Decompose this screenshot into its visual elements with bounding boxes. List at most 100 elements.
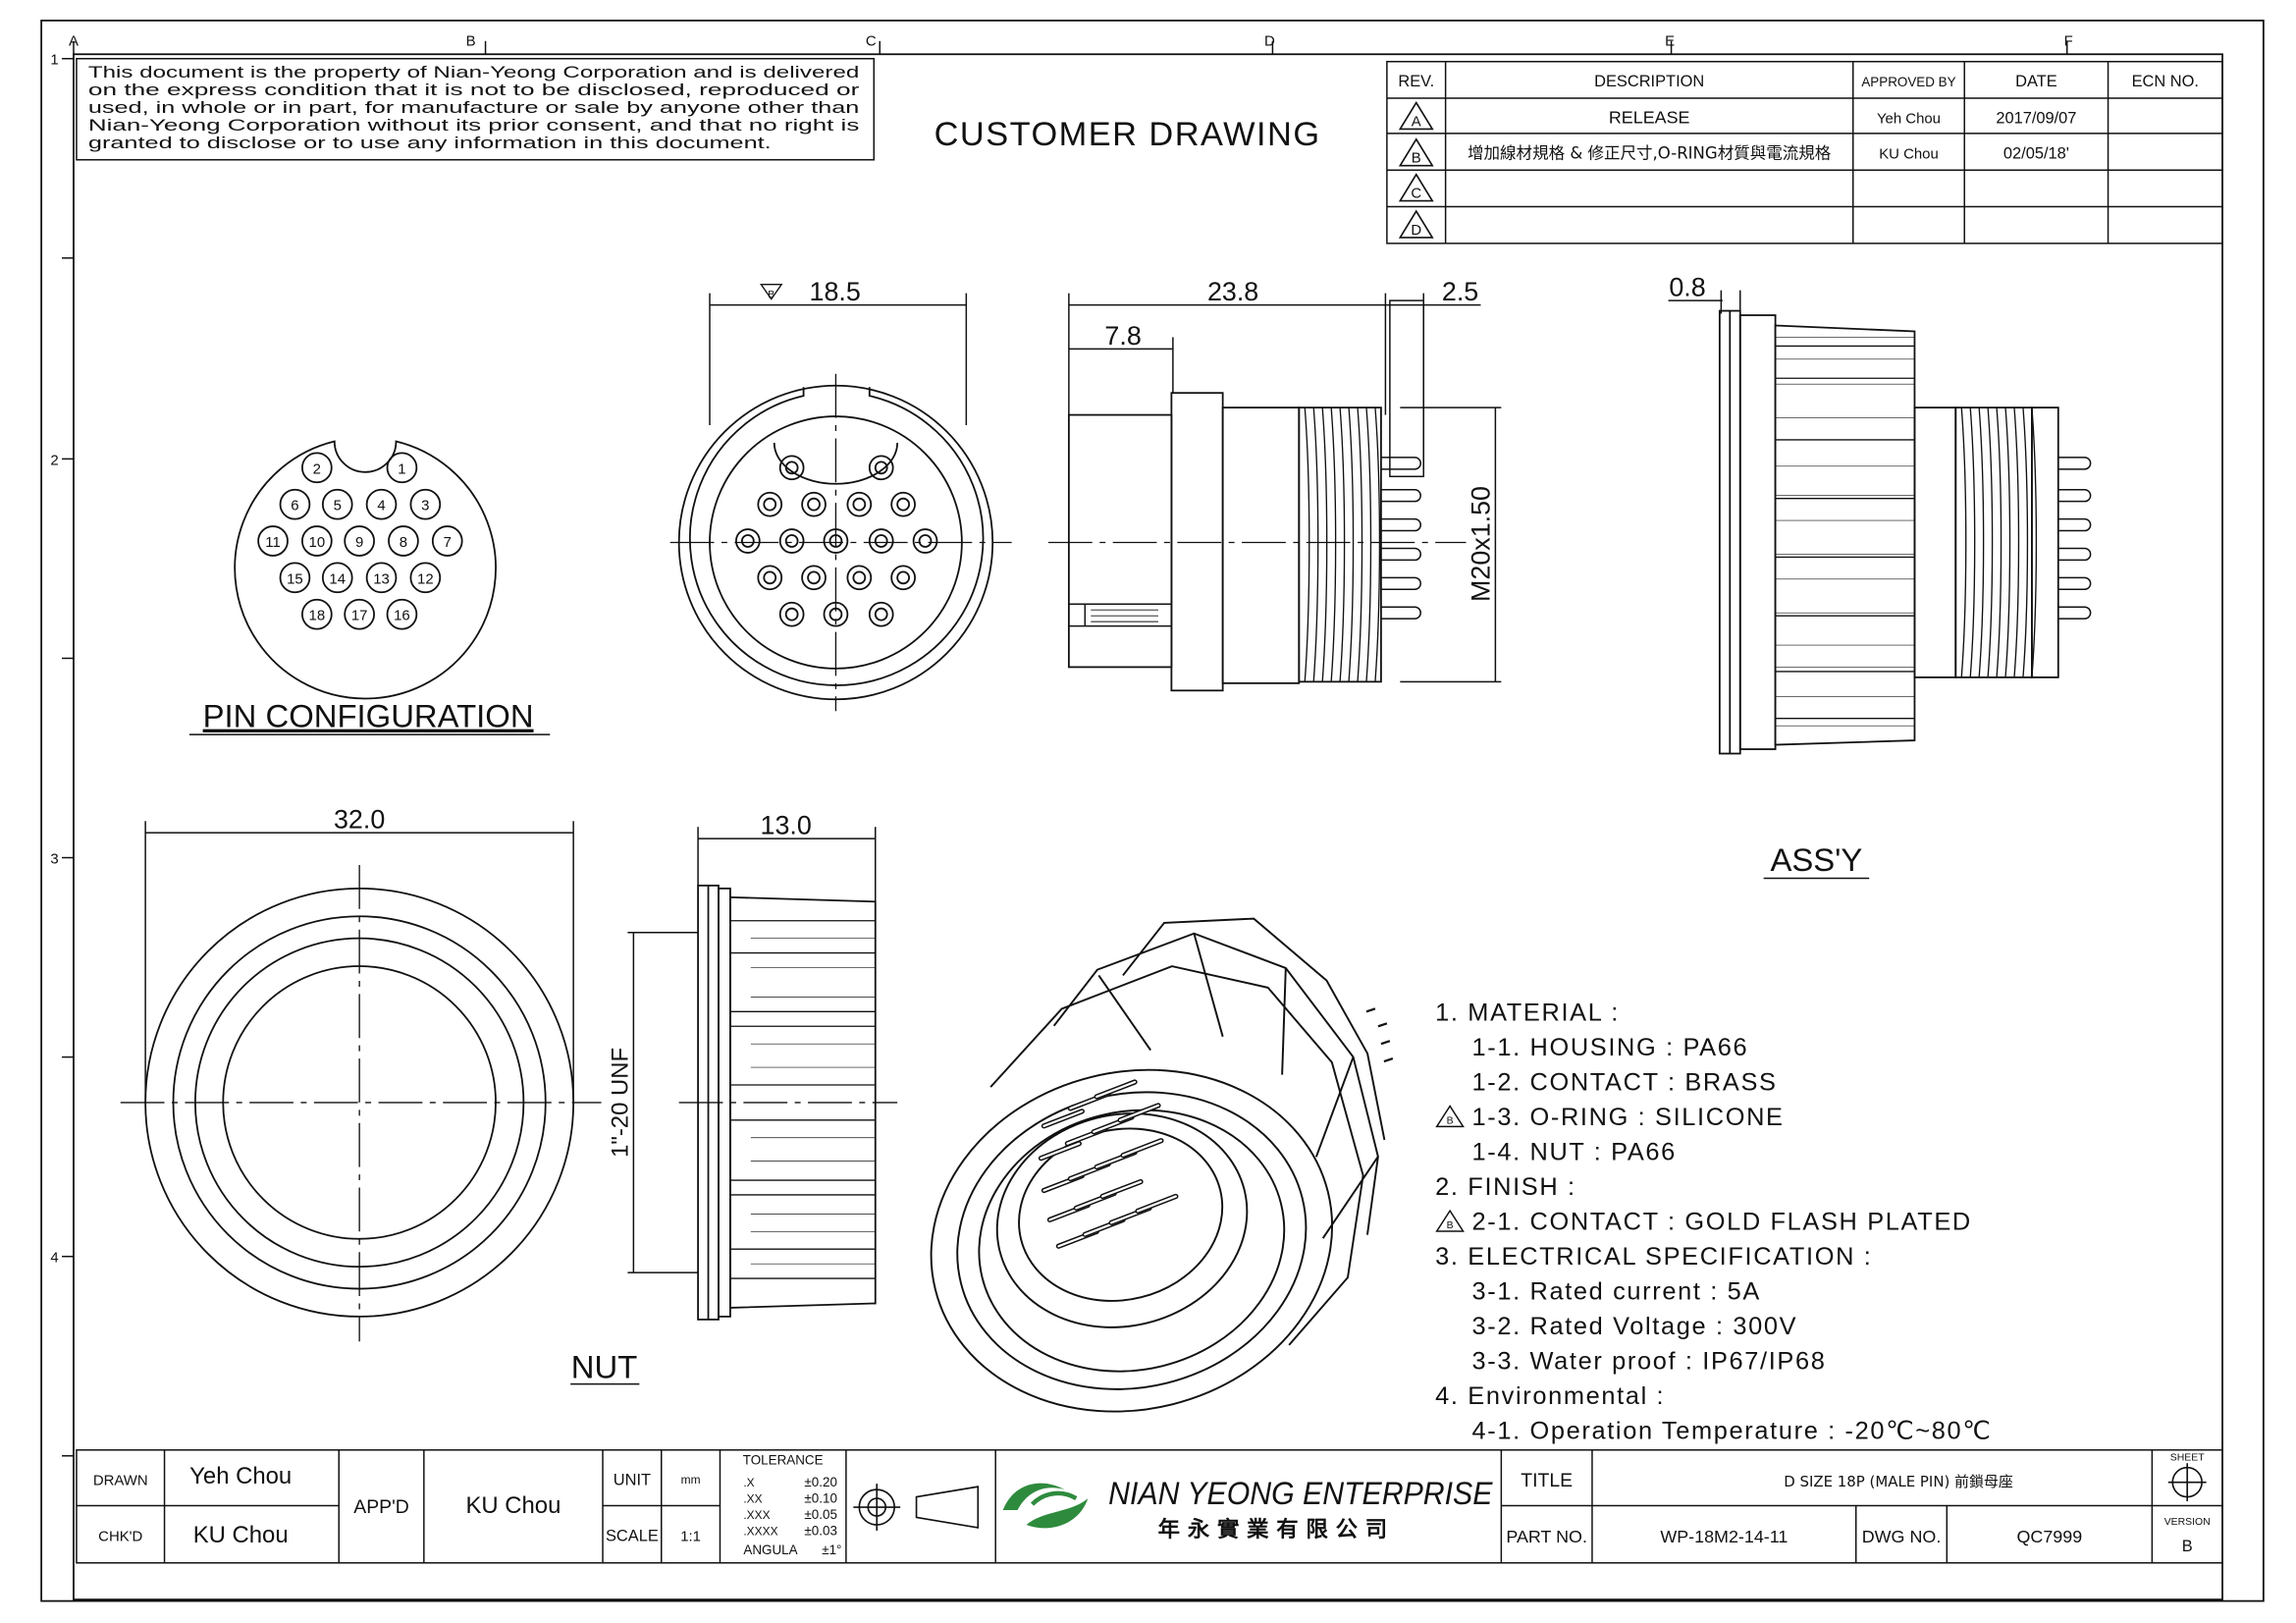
connector-isometric-view [930, 917, 1394, 1413]
pin-number-circle [321, 488, 353, 520]
contact-pin-group [735, 455, 938, 627]
pin-number-circle [365, 488, 398, 520]
pin-number-circle [301, 598, 333, 630]
thread-dimension: M20x1.50 [1466, 486, 1495, 602]
spec-note-line: 1-2. CONTACT : BRASS [1472, 1068, 1778, 1096]
rev-approver: Yeh Chou [1877, 110, 1941, 127]
rev-description: RELEASE [1609, 107, 1690, 127]
contact-socket [912, 528, 938, 554]
revision-triangle-icon [1398, 100, 1434, 239]
contact-tail [2057, 457, 2092, 470]
contact-socket [778, 455, 805, 481]
scale-label: SCALE [606, 1527, 659, 1544]
tolerance-title: TOLERANCE [743, 1453, 824, 1468]
nut-diameter-dimension: 32.0 [334, 805, 385, 835]
contact-pin-group [1038, 1007, 1394, 1249]
pin-number-circle [365, 562, 398, 594]
thread-line [1969, 407, 1976, 677]
contact-tails [1380, 299, 1424, 620]
pin-length-dimension: 2.5 [1442, 277, 1478, 306]
contact-pin [784, 534, 799, 548]
appd-label: APP'D [353, 1496, 409, 1518]
spec-note-line: 4. Environmental : [1435, 1382, 1665, 1410]
rev-letter: A [1412, 113, 1421, 130]
connector-front-view [669, 373, 1012, 712]
contact-socket [801, 491, 827, 517]
thread-line [1357, 407, 1363, 682]
assy-view-label: ASS'Y [1770, 841, 1862, 878]
pin-configuration-caption: PIN CONFIGURATION [203, 698, 534, 734]
nut-front-view [120, 865, 602, 1342]
zone-letter: E [1665, 32, 1675, 49]
drawing-type-label: CUSTOMER DRAWING [934, 116, 1321, 153]
contact-pin [828, 607, 843, 622]
tolerance-key: .X [743, 1476, 754, 1489]
pin-number-label: 12 [417, 570, 434, 587]
tolerance-table: .X ±0.20 .XX ±0.10 .XXX ±0.05 .XXXX ±0.0… [743, 1475, 841, 1557]
thread-line [2004, 407, 2011, 677]
version-label: VERSION [2164, 1517, 2211, 1528]
flange-length-dimension: 7.8 [1104, 321, 1141, 351]
rev-letter: B [1412, 150, 1421, 167]
contact-socket [868, 455, 894, 481]
contact-socket [890, 565, 916, 591]
iso-contact-tail [1380, 1040, 1391, 1046]
rev-approver: KU Chou [1879, 145, 1939, 162]
zone-number: 1 [50, 52, 58, 69]
company-name-zh: 年 永 實 業 有 限 公 司 [1158, 1516, 1388, 1542]
thread-line [1321, 407, 1328, 682]
contact-tail [2057, 517, 2092, 532]
pin-number-circle [257, 525, 289, 557]
tolerance-value: ±0.20 [804, 1475, 837, 1489]
dimension-side [1068, 293, 1502, 683]
rev-header: REV. [1398, 73, 1434, 90]
tolerance-key: .XXXX [743, 1524, 777, 1538]
pin-number-circle [431, 525, 463, 557]
zone-number: 4 [50, 1250, 58, 1267]
contact-pin [807, 497, 821, 512]
iso-contact-pin-highlight [1101, 1180, 1143, 1198]
connector-side-view [1047, 299, 1467, 692]
zone-letter: F [2064, 32, 2073, 49]
contact-pin [852, 497, 867, 512]
thread-line [1996, 407, 2002, 677]
revision-triangle-icon [1435, 1209, 1465, 1232]
company-logo-icon [1002, 1483, 1089, 1529]
thread-line [1330, 407, 1337, 682]
dimension-front-diameter [709, 284, 968, 426]
pin-number-label: 6 [291, 498, 298, 514]
description-header: DESCRIPTION [1594, 73, 1704, 90]
spec-note-line: 1-4. NUT : PA66 [1472, 1138, 1677, 1165]
sheet-symbol-icon [2167, 1463, 2207, 1502]
iso-contact-pin-highlight [1121, 1139, 1163, 1157]
assy-gap-dimension: 0.8 [1669, 273, 1705, 302]
approved-by-header: APPROVED BY [1861, 75, 1955, 89]
thread-line [1348, 407, 1355, 682]
thread-line [1304, 407, 1310, 682]
pin-number-label: 13 [373, 570, 390, 587]
scale-value: 1:1 [680, 1528, 701, 1544]
thread-line [1365, 407, 1372, 682]
contact-tail-block [1389, 299, 1424, 478]
pin-number-circle [344, 598, 375, 630]
thread-line [2013, 407, 2020, 677]
pin-number-label: 16 [394, 608, 410, 624]
contact-socket [757, 491, 783, 517]
spec-note-line: 2. FINISH : [1435, 1173, 1576, 1201]
contact-socket [846, 491, 873, 517]
tolerance-value: ±0.10 [804, 1491, 837, 1506]
contact-pin [807, 570, 821, 585]
notice-line: This document is the property of Nian-Ye… [88, 63, 859, 81]
zone-number: 2 [50, 452, 58, 468]
zone-markers [62, 40, 2068, 1457]
note-rev-marker: B [1447, 1115, 1454, 1126]
contact-tail [1380, 488, 1421, 503]
pin-number-label: 1 [398, 460, 405, 477]
spec-note-line: 3. ELECTRICAL SPECIFICATION : [1435, 1243, 1872, 1271]
tolerance-value: ±0.03 [804, 1523, 837, 1538]
proprietary-notice: This document is the property of Nian-Ye… [88, 63, 860, 152]
dimension-assy-gap [1668, 290, 1741, 314]
